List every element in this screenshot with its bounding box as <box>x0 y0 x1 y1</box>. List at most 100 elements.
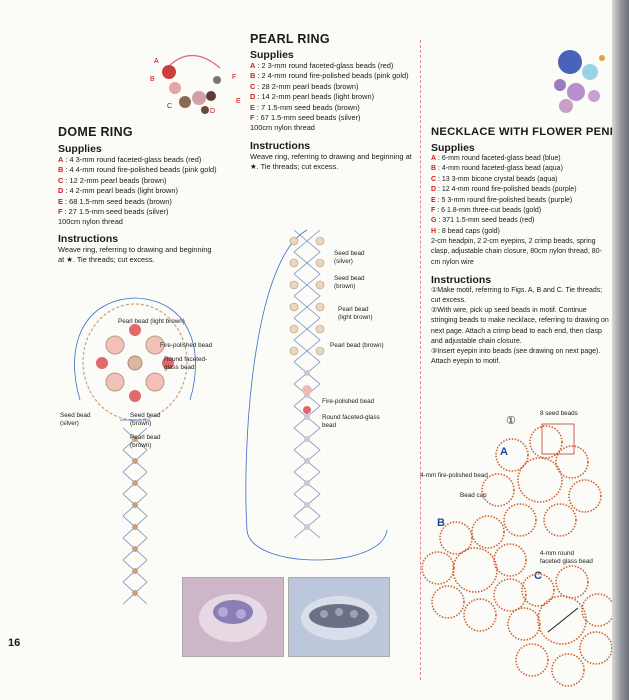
pearl-supplies-heading: Supplies <box>250 49 294 61</box>
necklace-supply-item: D : 12 4-mm round fire-polished beads (p… <box>431 185 611 195</box>
pearl-supply-item: E : 7 1.5-mm seed beads (brown) <box>250 103 420 113</box>
dome-ring-photo <box>182 577 284 657</box>
pearl-ring-section: PEARL RING Supplies A : 2 3-mm round fac… <box>250 32 420 172</box>
necklace-supply-key: C <box>431 175 437 183</box>
dome-label-seed-silver: Seed bead (silver) <box>60 412 91 427</box>
dome-supply-key: C <box>58 175 64 185</box>
photo-label-e: E <box>236 98 241 105</box>
dome-supply-item: E : 68 1.5-mm seed beads (brown) <box>58 197 238 207</box>
dome-supply-key: B <box>58 165 64 175</box>
dome-supply-item: B : 4 4-mm round fire-polished beads (pi… <box>58 165 238 175</box>
necklace-fig-step: ① <box>506 415 516 427</box>
necklace-step-1: ①Make motif, referring to Figs. A, B and… <box>431 286 603 305</box>
pearl-instructions-heading: Instructions <box>250 139 311 152</box>
dome-instructions: Weave ring, referring to drawing and beg… <box>58 244 212 264</box>
necklace-bead-photo <box>554 50 605 113</box>
pearl-supply-text: : 28 2-mm pearl beads (brown) <box>255 81 359 91</box>
dome-supply-key: A <box>58 155 64 164</box>
dome-label-seed-brown: Seed bead (brown) <box>130 412 161 427</box>
photo-label-f: F <box>232 74 237 81</box>
photo-label-a: A <box>154 58 159 65</box>
pearl-thread: 100cm nylon thread <box>250 123 315 133</box>
necklace-supply-text: : 6 1.8-mm three-cut beads (gold) <box>435 207 542 215</box>
fig-a-label: A <box>500 446 508 458</box>
dome-thread: 100cm nylon thread <box>58 217 123 227</box>
dome-supplies-list: A : 4 3-mm round faceted-glass beads (re… <box>58 155 238 217</box>
fig-c-label: C <box>534 570 542 582</box>
necklace-supply-key: B <box>431 165 437 173</box>
pearl-instructions: Weave ring, referring to drawing and beg… <box>250 151 412 171</box>
necklace-supply-text: : 13 3-mm bicone crystal beads (aqua) <box>436 175 558 183</box>
pearl-supply-key: F <box>250 113 255 123</box>
dome-supply-key: D <box>58 186 64 196</box>
pearl-label-pearl-light: Pearl bead (light brown) <box>338 306 373 321</box>
dome-supply-item: F : 27 1.5-mm seed beads (silver) <box>58 207 238 217</box>
necklace-supply-key: A <box>431 155 437 162</box>
pearl-supply-text: : 67 1.5-mm seed beads (silver) <box>254 113 361 123</box>
flower-a <box>481 425 602 537</box>
dome-supply-text: : 4 4-mm round fire-polished beads (pink… <box>63 165 217 175</box>
necklace-instructions-heading: Instructions <box>431 273 492 286</box>
pearl-ring-photo <box>288 577 390 657</box>
dome-ring-bead-photo <box>162 54 221 114</box>
pearl-supply-item: C : 28 2-mm pearl beads (brown) <box>250 82 420 92</box>
pearl-label-fire: Fire-polished bead <box>322 398 375 405</box>
dome-supply-key: F <box>58 207 63 217</box>
dome-supply-item: D : 4 2-mm pearl beads (light brown) <box>58 186 238 196</box>
necklace-extra-supplies: 2-cm headpin, 2 2-cm eyepins, 2 crimp be… <box>431 238 602 266</box>
flower-b <box>421 515 527 632</box>
dome-label-round: Round faceted- glass bead <box>164 356 208 371</box>
dome-supply-item: A : 4 3-mm round faceted-glass beads (re… <box>58 155 238 165</box>
dome-supply-text: : 12 2-mm pearl beads (brown) <box>63 175 167 185</box>
pearl-supply-key: D <box>250 92 256 102</box>
pearl-supply-key: E <box>250 102 255 112</box>
page-edge <box>612 0 629 700</box>
dome-supply-text: : 68 1.5-mm seed beads (brown) <box>62 196 172 206</box>
dome-label-fire: Fire-polished bead <box>160 342 213 349</box>
necklace-supply-item: B : 4-mm round faceted-glass bead (aqua) <box>431 164 611 174</box>
dome-supply-text: : 4 2-mm pearl beads (light brown) <box>63 186 178 196</box>
dome-supply-item: C : 12 2-mm pearl beads (brown) <box>58 176 238 186</box>
necklace-supply-key: E <box>431 196 436 204</box>
pearl-supplies-list: A : 2 3-mm round faceted-glass beads (re… <box>250 61 420 123</box>
pearl-supply-key: B <box>250 71 256 81</box>
necklace-supply-text: : 12 4-mm round fire-polished beads (pur… <box>436 186 577 194</box>
necklace-supply-item: G : 371 1.5-mm seed beads (red) <box>431 216 611 226</box>
pearl-label-round: Round faceted-glass bead <box>322 414 380 429</box>
necklace-supply-item: H : 8 bead caps (gold) <box>431 227 611 237</box>
pearl-supply-text: : 7 1.5-mm seed beads (brown) <box>254 102 360 112</box>
necklace-supply-item: C : 13 3-mm bicone crystal beads (aqua) <box>431 175 611 185</box>
necklace-label-cap: Bead cap <box>460 492 487 499</box>
dome-supplies-heading: Supplies <box>58 143 102 155</box>
pearl-ring-diagram <box>245 229 388 561</box>
pearl-supply-item: A : 2 3-mm round faceted-glass beads (re… <box>250 61 420 71</box>
photo-label-c: C <box>167 103 173 110</box>
necklace-supply-text: : 8 bead caps (gold) <box>436 227 500 235</box>
photo-label-b: B <box>150 76 155 83</box>
necklace-title: NECKLACE WITH FLOWER PENDANT <box>431 126 612 138</box>
page-number: 16 <box>8 637 21 649</box>
necklace-supply-text: : 4-mm round faceted-glass bead (aqua) <box>436 165 563 173</box>
necklace-supply-text: : 5 3-mm round fire-polished beads (purp… <box>435 196 573 204</box>
pearl-supply-item: B : 2 4-mm round fire-polished beads (pi… <box>250 71 420 81</box>
necklace-supply-key: G <box>431 217 437 225</box>
necklace-supply-key: H <box>431 227 437 235</box>
dome-supply-text: : 4 3-mm round faceted-glass beads (red) <box>63 155 202 164</box>
pearl-supply-item: F : 67 1.5-mm seed beads (silver) <box>250 113 420 123</box>
dome-ring-title: DOME RING <box>58 125 133 139</box>
photo-label-d: D <box>210 108 216 115</box>
necklace-supply-item: A : 6-mm round faceted-glass bead (blue) <box>431 154 611 164</box>
dome-instructions-heading: Instructions <box>58 232 119 245</box>
pearl-supply-item: D : 14 2-mm pearl beads (light brown) <box>250 92 420 102</box>
necklace-supply-item: E : 5 3-mm round fire-polished beads (pu… <box>431 196 611 206</box>
magazine-page: A B C D E F DOME RING Supplies A : 4 3-m… <box>0 0 612 700</box>
flower-c <box>507 565 612 687</box>
necklace-flower-diagrams <box>421 423 612 687</box>
necklace-supply-text: : 371 1.5-mm seed beads (red) <box>436 217 535 225</box>
necklace-supply-key: D <box>431 186 437 194</box>
dome-label-pearl-brown: Pearl bead (brown) <box>130 434 161 449</box>
pearl-supply-text: : 14 2-mm pearl beads (light brown) <box>255 92 375 102</box>
pearl-supply-text: : 2 4-mm round fire-polished beads (pink… <box>255 71 409 81</box>
necklace-supplies-list: A : 6-mm round faceted-glass bead (blue)… <box>431 154 611 237</box>
necklace-label-seed8: 8 seed beads <box>540 410 578 417</box>
